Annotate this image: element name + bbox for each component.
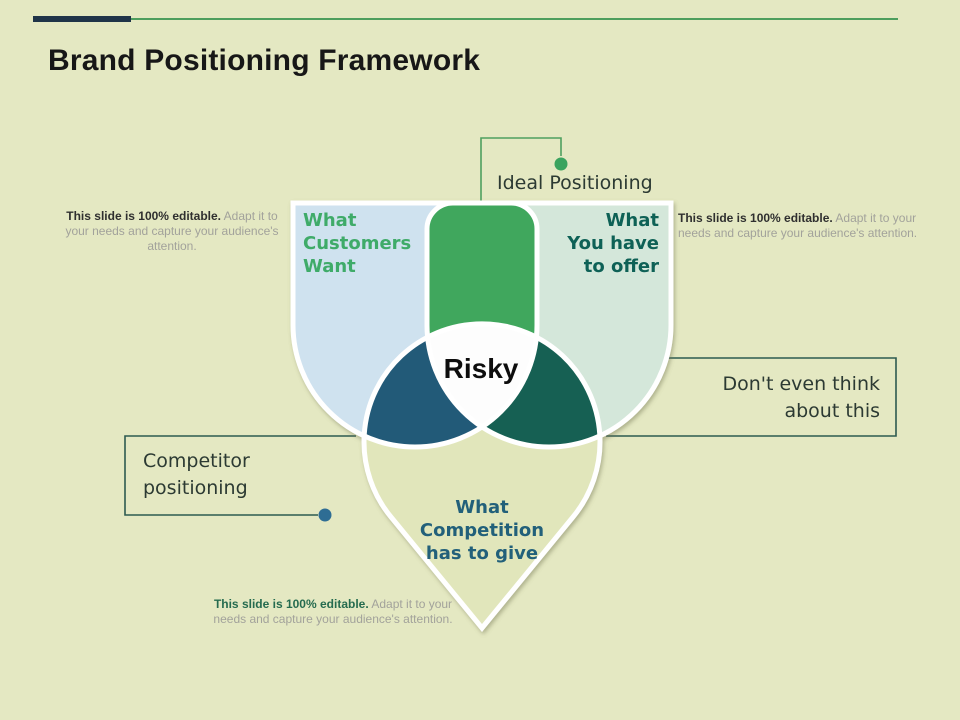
petal-competition-label: What Competition has to give [419, 497, 545, 564]
editable-note-bottom: This slide is 100% editable. Adapt it to… [213, 597, 453, 626]
editable-note-right: This slide is 100% editable. Adapt it to… [678, 211, 918, 240]
ideal-positioning-label: Ideal Positioning [497, 172, 653, 194]
editable-note-left: This slide is 100% editable. Adapt it to… [65, 209, 279, 253]
petal-customers-label: What Customers Want [303, 210, 412, 277]
page-title: Brand Positioning Framework [48, 44, 481, 77]
petal-outlines [290, 200, 674, 632]
competitor-connector-dot [318, 508, 332, 522]
dont-even-think-label: Don't even think about this [722, 373, 880, 422]
dont-connector-line [606, 357, 897, 437]
center-risky-label: Risky [443, 353, 519, 384]
overlap-center-shape [427, 323, 537, 447]
ideal-connector-line [480, 137, 562, 224]
petal-offer-label: What You have to offer [567, 210, 659, 277]
ideal-connector-dot [554, 157, 568, 171]
competitor-connector-line [124, 435, 356, 516]
accent-bar-green [131, 18, 898, 20]
accent-bar-navy [33, 16, 131, 22]
competitor-positioning-label: Competitor positioning [143, 450, 250, 499]
